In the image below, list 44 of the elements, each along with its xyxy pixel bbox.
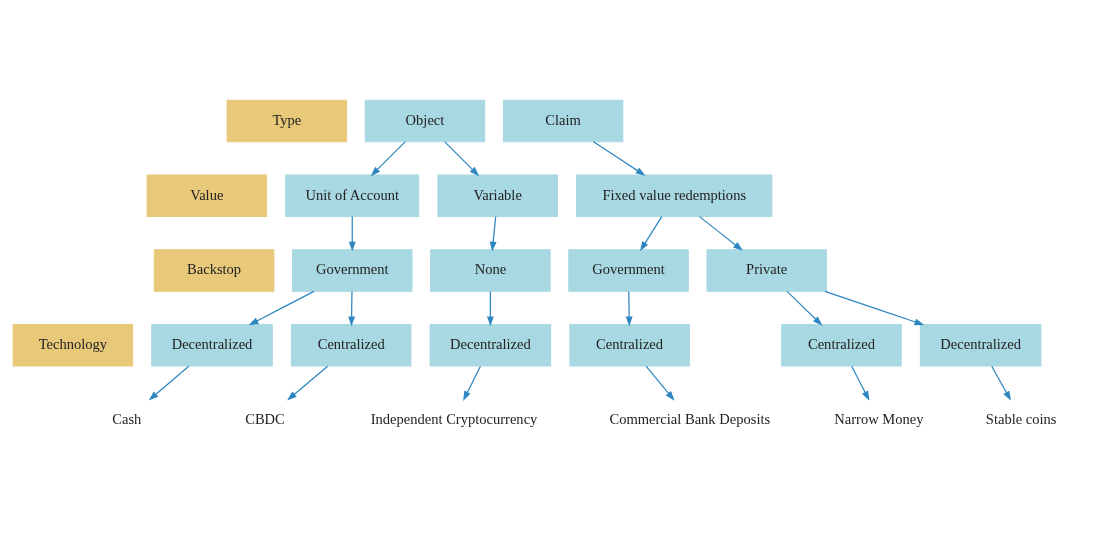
- arrow: [370, 140, 406, 176]
- arrow: [592, 140, 646, 176]
- arrow: [851, 365, 870, 401]
- arrow: [640, 215, 663, 251]
- arrow: [786, 290, 823, 326]
- arrow: [698, 215, 743, 251]
- node-box: Decentralized: [429, 323, 552, 367]
- node-box: Centralized: [569, 323, 690, 367]
- arrow: [463, 365, 482, 401]
- arrow: [348, 215, 356, 251]
- node-box: Variable: [437, 173, 558, 217]
- node-box: None: [430, 248, 551, 292]
- node-box: Unit of Account: [285, 173, 420, 217]
- node-box: Backstop: [153, 248, 275, 292]
- arrow: [625, 290, 633, 326]
- node-text: Stable coins: [985, 410, 1057, 427]
- node-box: Technology: [12, 323, 134, 367]
- arrow: [645, 365, 675, 401]
- node-text: Commercial Bank Deposits: [609, 410, 771, 427]
- node-box: Type: [226, 99, 348, 142]
- arrow: [287, 365, 329, 400]
- node-text: Independent Cryptocurrency: [370, 410, 538, 427]
- node-text: Cash: [112, 410, 142, 427]
- arrow: [248, 290, 315, 325]
- node-box: Centralized: [290, 323, 412, 367]
- arrow: [444, 140, 480, 176]
- node-box: Object: [364, 99, 486, 142]
- node-text: CBDC: [245, 410, 285, 427]
- node-box: Fixed value redemptions: [576, 173, 773, 217]
- node-text: Narrow Money: [834, 410, 924, 427]
- arrow: [148, 365, 190, 400]
- node-box: Private: [706, 248, 827, 292]
- arrow: [991, 365, 1012, 401]
- arrow: [489, 215, 497, 251]
- node-box: Decentralized: [151, 323, 273, 367]
- node-box: Claim: [502, 99, 624, 142]
- node-box: Government: [568, 248, 689, 292]
- node-box: Government: [292, 248, 413, 292]
- node-box: Decentralized: [919, 323, 1042, 367]
- node-box: Value: [146, 173, 268, 217]
- arrow: [824, 290, 925, 325]
- node-box: Centralized: [781, 323, 902, 367]
- arrow: [348, 290, 356, 326]
- arrow: [486, 290, 494, 326]
